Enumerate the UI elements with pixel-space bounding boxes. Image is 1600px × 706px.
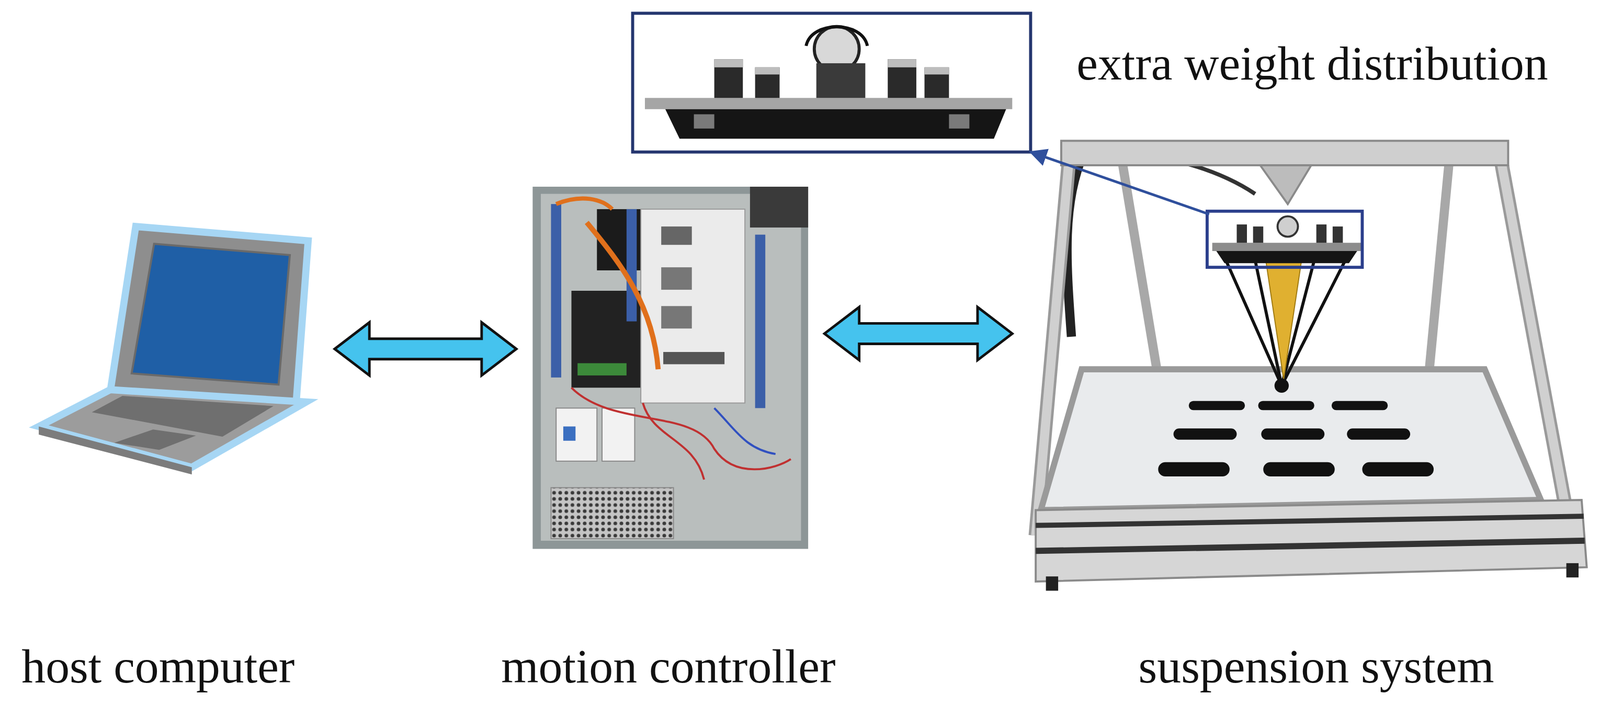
suspension-frame-part xyxy=(1035,540,1585,552)
laptop-illustration-part xyxy=(38,389,306,468)
inset-illustration-part xyxy=(632,13,1031,152)
inset-illustration-part xyxy=(755,67,780,75)
platform-illustration-part xyxy=(1207,211,1363,268)
controller-photo-part xyxy=(555,407,597,461)
controller-photo-part xyxy=(640,209,745,404)
platform-illustration-part xyxy=(1253,226,1264,243)
platform-illustration-part xyxy=(1236,224,1247,243)
suspension-frame xyxy=(1035,140,1587,591)
suspension-frame-part xyxy=(1158,462,1230,477)
controller-photo-part xyxy=(661,226,692,245)
controller-photo-part xyxy=(714,407,776,455)
inset-illustration-part xyxy=(816,63,866,98)
suspension-frame-part xyxy=(1362,462,1434,477)
panel-caption: suspension system xyxy=(1138,640,1495,694)
controller-photo-part xyxy=(642,403,705,480)
platform-illustration xyxy=(1207,211,1363,393)
inset-illustration-part xyxy=(924,67,950,75)
controller-photo-part xyxy=(577,363,627,376)
controller-photo-part xyxy=(540,194,801,541)
controller-photo-part xyxy=(550,488,674,540)
figure-panel: suspension system xyxy=(1025,130,1593,596)
figure-panel: host computer xyxy=(35,222,316,473)
laptop-illustration-part xyxy=(92,395,274,437)
inset-illustration-part xyxy=(714,59,744,98)
inset-illustration xyxy=(632,13,1031,152)
inset-illustration-part xyxy=(887,59,917,68)
suspension-frame-part xyxy=(1035,500,1587,582)
laptop-illustration-part xyxy=(38,426,192,475)
suspension-frame-part xyxy=(1061,140,1508,166)
panel-caption: host computer xyxy=(21,640,295,694)
controller-photo-part xyxy=(602,407,635,461)
inset-illustration-part xyxy=(948,114,970,129)
laptop-illustration-part xyxy=(131,243,290,385)
figure-panel: motion controller xyxy=(532,186,809,550)
platform-illustration-part xyxy=(1274,378,1289,393)
platform-illustration-part xyxy=(1265,257,1302,380)
controller-photo-part xyxy=(586,222,659,370)
inset-illustration-part xyxy=(924,67,950,99)
inset-illustration-part xyxy=(644,97,1013,109)
suspension-frame-part xyxy=(1173,428,1238,440)
platform-illustration-part xyxy=(1316,224,1327,243)
inset-illustration-part xyxy=(806,26,868,47)
laptop-illustration-part xyxy=(114,429,197,450)
suspension-frame-part xyxy=(1263,462,1335,477)
controller-photo-part xyxy=(661,267,692,290)
inset-illustration-part xyxy=(694,114,715,129)
double-arrow xyxy=(334,322,517,376)
inset-illustration-part xyxy=(665,109,1007,140)
platform-illustration-part xyxy=(1277,216,1299,237)
suspension-frame-part xyxy=(1261,428,1325,440)
suspension-frame-part xyxy=(1035,516,1584,526)
panel-caption: extra weight distribution xyxy=(1076,37,1548,91)
suspension-frame-part xyxy=(1566,563,1579,578)
callout-arrow xyxy=(1030,152,1209,215)
controller-photo-part xyxy=(661,305,692,329)
inset-illustration-part xyxy=(714,59,744,68)
controller-photo-part xyxy=(563,426,576,441)
controller-photo xyxy=(532,186,809,550)
suspension-frame-part xyxy=(1188,401,1245,411)
panel-caption: motion controller xyxy=(501,640,836,694)
double-arrow xyxy=(824,307,1013,360)
figure-panel: extra weight distribution xyxy=(632,13,1031,152)
platform-illustration-part xyxy=(1332,226,1344,243)
connector-layer xyxy=(334,152,1210,376)
controller-photo-part xyxy=(532,186,809,550)
inset-illustration-part xyxy=(755,67,780,99)
platform-illustration-part xyxy=(1212,242,1362,252)
controller-photo-part xyxy=(555,198,612,210)
suspension-frame-part xyxy=(1428,163,1449,378)
suspension-frame-part xyxy=(1257,401,1314,411)
controller-photo-part xyxy=(663,352,725,365)
platform-illustration-part xyxy=(1216,251,1357,264)
inset-illustration-part xyxy=(887,59,917,98)
suspension-frame-part xyxy=(1260,165,1312,204)
laptop-illustration-part xyxy=(110,226,309,406)
controller-photo-part xyxy=(755,234,766,409)
suspension-frame-part xyxy=(1331,401,1388,411)
suspension-frame-part xyxy=(1046,576,1059,591)
suspension-frame-part xyxy=(1040,369,1541,510)
laptop-illustration xyxy=(38,226,309,475)
controller-photo-part xyxy=(626,209,638,322)
controller-photo-part xyxy=(571,387,791,470)
controller-photo-part xyxy=(550,203,562,378)
controller-photo-part xyxy=(750,186,809,228)
suspension-frame-part xyxy=(1346,428,1411,440)
